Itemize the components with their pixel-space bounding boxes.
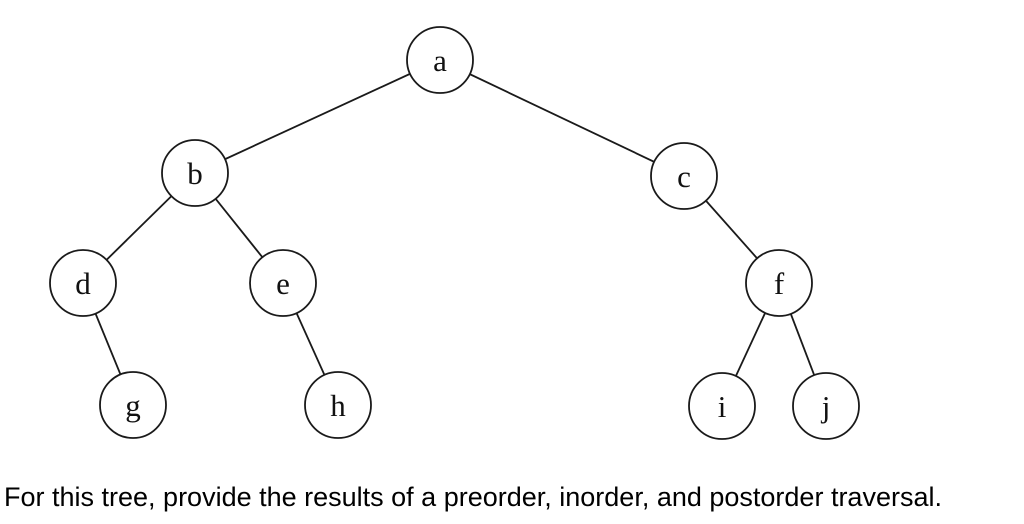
tree-edge-a-c <box>439 59 685 177</box>
node-circle <box>99 371 167 439</box>
node-circle <box>304 371 372 439</box>
node-circle <box>745 249 813 317</box>
tree-edge-a-b <box>194 59 441 174</box>
tree-node-h: h <box>304 371 372 439</box>
node-label: b <box>187 156 203 191</box>
node-label: j <box>821 389 831 424</box>
tree-node-e: e <box>249 249 317 317</box>
node-label: f <box>774 266 785 301</box>
node-circle <box>650 142 718 210</box>
node-circle <box>792 372 860 440</box>
node-label: d <box>75 266 91 301</box>
tree-node-b: b <box>161 139 229 207</box>
binary-tree-svg: a b c d e f g h i j <box>49 26 860 440</box>
node-label: a <box>433 43 447 78</box>
tree-node-i: i <box>688 372 756 440</box>
node-circle <box>688 372 756 440</box>
tree-node-d: d <box>49 249 117 317</box>
tree-node-c: c <box>650 142 718 210</box>
question-text: For this tree, provide the results of a … <box>4 482 942 512</box>
node-label: c <box>677 159 691 194</box>
node-label: e <box>276 266 290 301</box>
node-circle <box>49 249 117 317</box>
node-label: g <box>125 388 141 423</box>
node-label: i <box>718 389 727 424</box>
tree-node-f: f <box>745 249 813 317</box>
node-circle <box>161 139 229 207</box>
node-circle <box>249 249 317 317</box>
node-circle <box>406 26 474 94</box>
node-label: h <box>330 388 346 423</box>
tree-node-a: a <box>406 26 474 94</box>
tree-node-g: g <box>99 371 167 439</box>
tree-node-j: j <box>792 372 860 440</box>
